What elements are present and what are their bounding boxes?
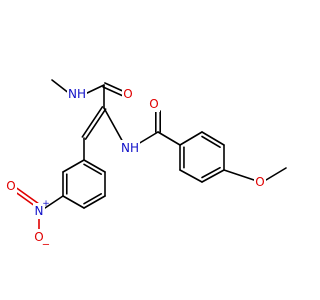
aromatic-inner-bond	[83, 163, 103, 175]
bond-layer	[14, 79, 287, 231]
nitrophenyl-ring-bond	[62, 195, 85, 209]
methoxyphenyl-ring-bond	[179, 169, 203, 183]
carbonyl-oxygen-label-benzamide: O	[149, 97, 158, 111]
nitrophenyl-ring-bond	[83, 159, 106, 173]
methoxyphenyl-ring-bond	[179, 131, 203, 146]
methoxyphenyl-ring-bond	[201, 169, 225, 183]
nitrophenyl-ring-bond	[83, 195, 106, 209]
methoxy-oxygen-label: O	[255, 175, 264, 189]
amide-nh-label-middle: NH	[121, 141, 139, 155]
nitro-nitrogen-label: N	[35, 204, 44, 218]
nitro-oxygen-double-label: O	[6, 179, 15, 193]
aromatic-inner-bond	[83, 193, 103, 205]
alkene-double-bond	[84, 108, 107, 140]
methoxy-methyl-bond	[265, 167, 287, 181]
enamine-n-bond	[103, 107, 125, 145]
atom-label-layer: NH O NH O O N + O O −	[5, 86, 266, 251]
carbonyl-oxygen-label-top: O	[123, 87, 132, 101]
molecule-structure-diagram: NH O NH O O N + O O −	[5, 79, 287, 251]
nitro-double-bond	[14, 190, 37, 208]
nitro-double-bond	[16, 187, 39, 205]
carbonyl-double-bond-top	[102, 86, 124, 97]
aryl-nitro-bond	[44, 195, 64, 209]
alkene-double-bond	[81, 106, 104, 138]
nitro-negative-charge: −	[42, 240, 50, 251]
aromatic-inner-bond	[201, 135, 221, 148]
benzamide-aryl-bond	[157, 131, 181, 146]
nitro-positive-charge: +	[42, 199, 50, 209]
carbonyl-double-bond-top	[104, 82, 126, 93]
nitrophenyl-ring-bond	[62, 159, 85, 173]
amide-bond-top	[84, 84, 105, 95]
benzamide-n-bond	[137, 131, 159, 145]
aryl-methoxy-bond	[223, 169, 255, 181]
amide-nh-label-top: NH	[68, 87, 86, 101]
aromatic-inner-bond	[201, 166, 221, 179]
nitro-oxygen-single-label: O	[34, 230, 43, 244]
methoxyphenyl-ring-bond	[201, 131, 225, 146]
